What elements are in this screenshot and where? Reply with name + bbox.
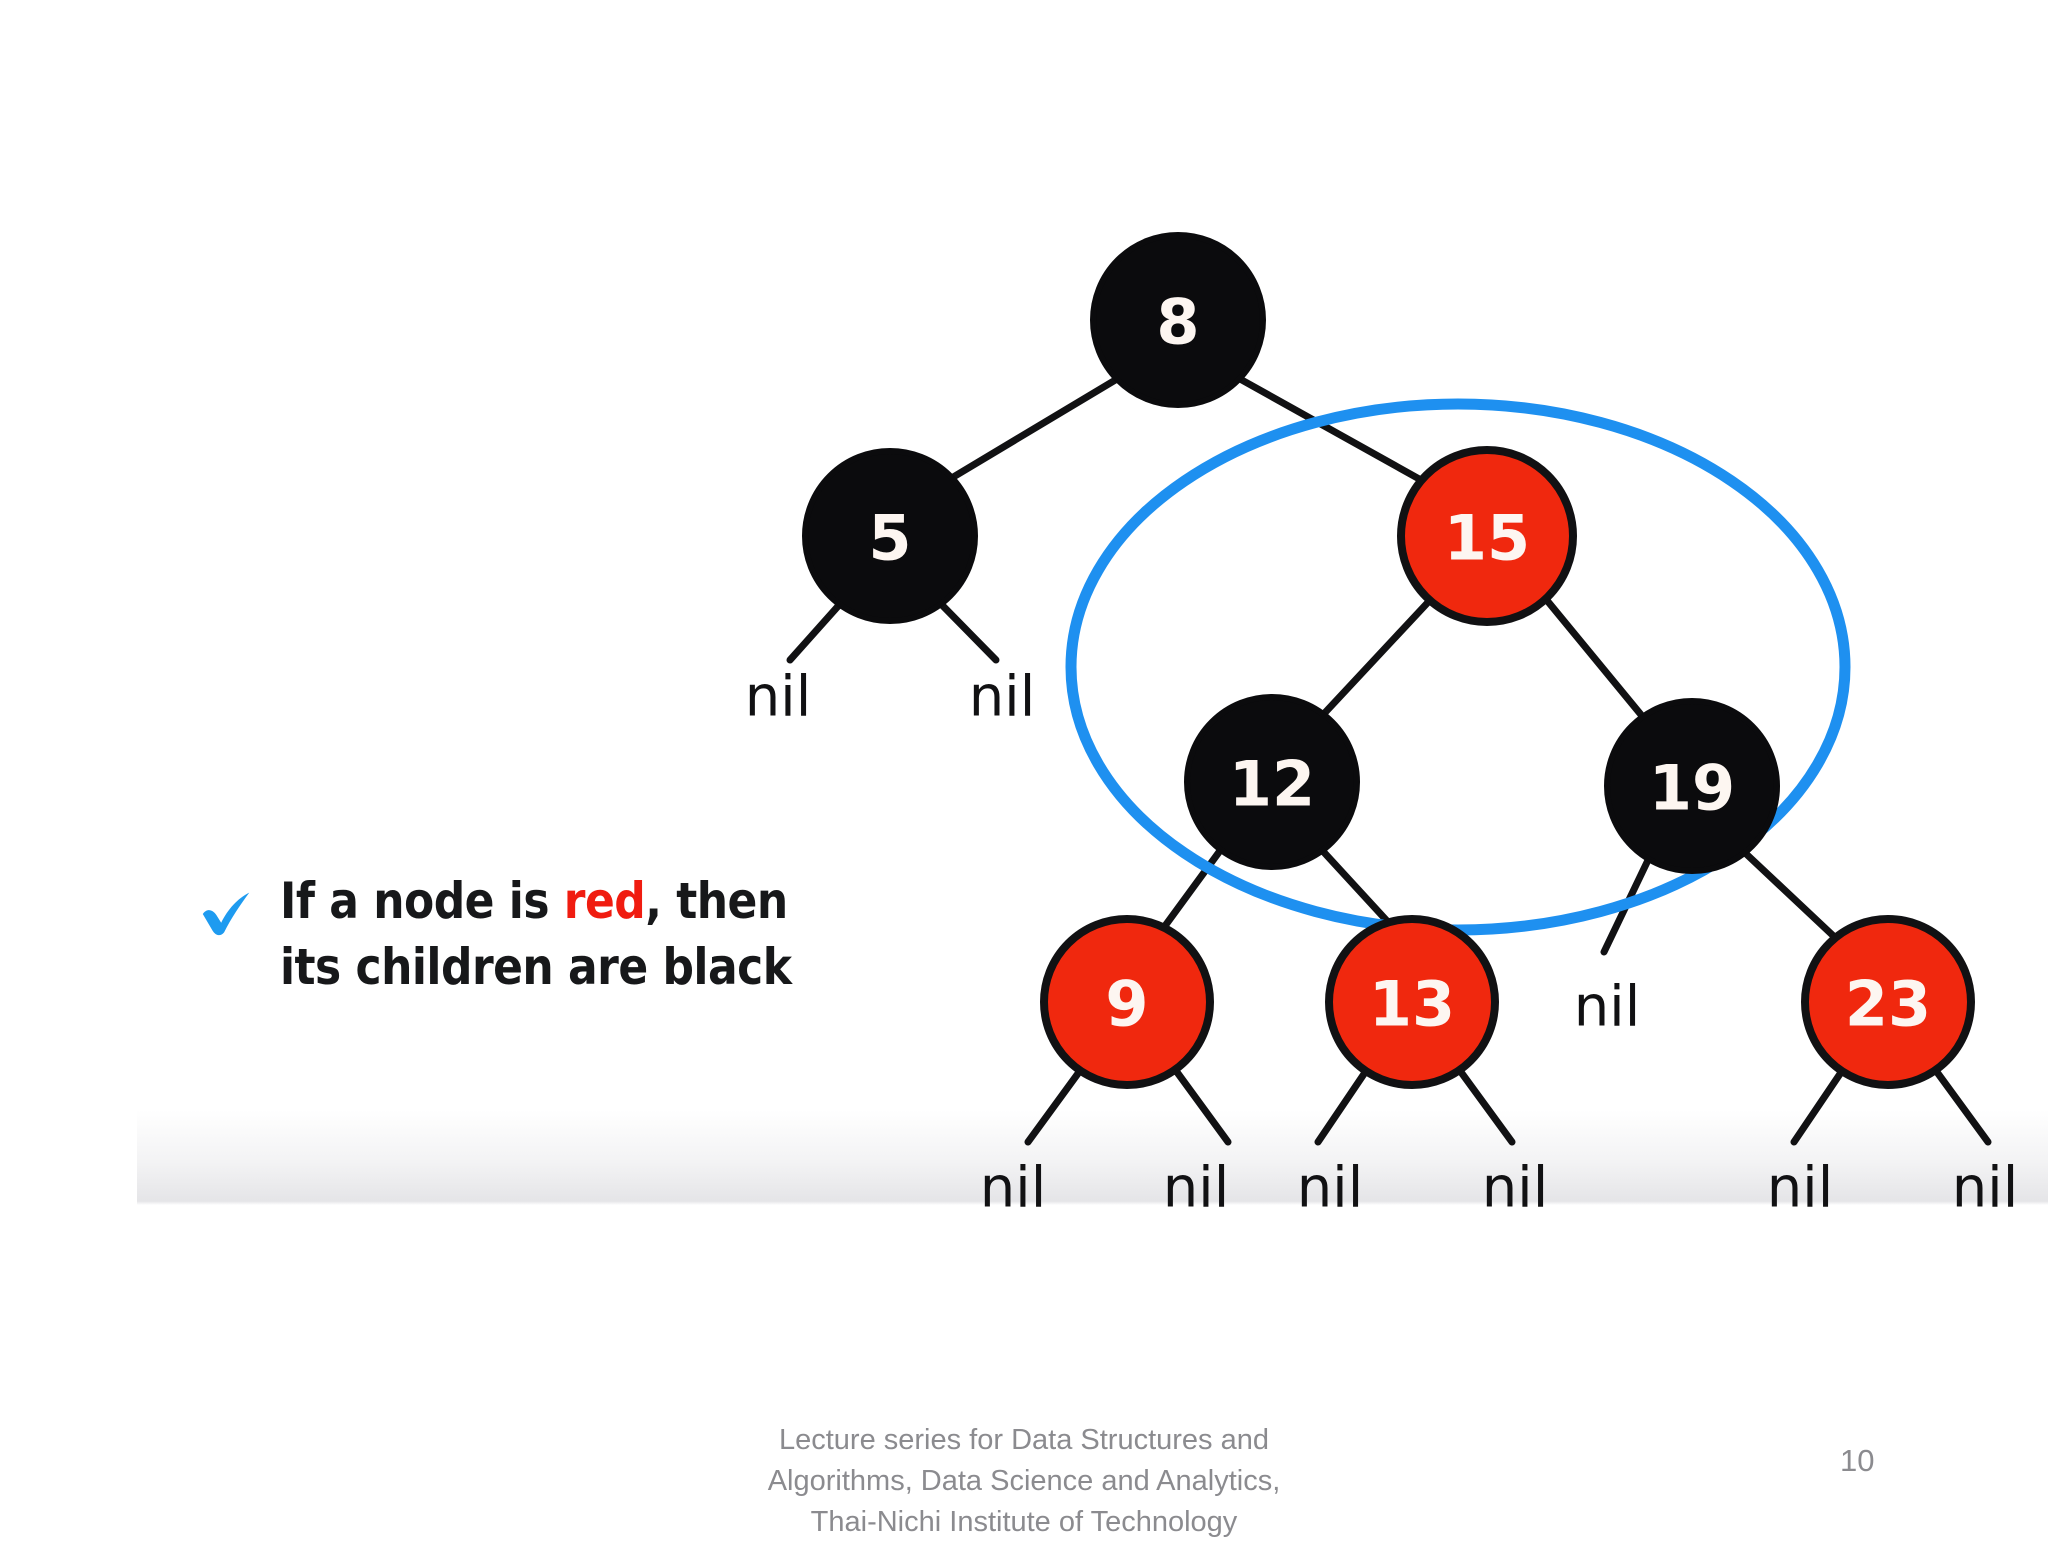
nil-label-under-13-right: nil [1482, 1156, 1549, 1221]
edge-12-9 [1158, 844, 1226, 934]
bullet-text-after: , then its children are black [280, 872, 792, 996]
nil-leaf-labels: nil nil nil nil nil nil nil nil nil [745, 665, 2019, 1221]
edge-15-12 [1316, 594, 1436, 722]
edge-13-nil-left [1314, 1064, 1372, 1146]
edge-8-15 [1236, 375, 1434, 489]
nil-label-under-9-right: nil [1163, 1156, 1230, 1221]
node-circle-19[interactable] [1604, 698, 1780, 874]
edge-9-nil-right [1170, 1064, 1232, 1146]
node-circle-15[interactable] [1397, 446, 1577, 626]
edge-23-nil-right [1930, 1064, 1992, 1146]
tree-edges [786, 375, 1992, 1146]
edge-8-5 [946, 375, 1121, 483]
edge-15-19 [1541, 594, 1651, 726]
tree-node-13[interactable]: 13 [1325, 915, 1499, 1089]
bullet-highlight-red: red [563, 872, 646, 930]
bullet-text: If a node is red, then its children are … [280, 868, 822, 1000]
edge-23-nil-left [1790, 1064, 1848, 1146]
node-circle-23[interactable] [1801, 915, 1975, 1089]
node-label-15: 15 [1444, 502, 1530, 575]
tree-node-19[interactable]: 19 [1604, 698, 1780, 874]
nil-label-under-19-left: nil [1574, 975, 1641, 1040]
node-label-23: 23 [1845, 968, 1931, 1041]
footer-line-1: Lecture series for Data Structures and [778, 1424, 1269, 1456]
bullet-item: If a node is red, then its children are … [196, 868, 896, 1000]
tree-node-5[interactable]: 5 [802, 448, 978, 624]
node-label-19: 19 [1649, 752, 1735, 825]
nil-label-under-5-left: nil [745, 665, 812, 730]
edge-19-23 [1738, 846, 1846, 948]
nil-label-under-5-right: nil [969, 665, 1036, 730]
node-label-13: 13 [1369, 968, 1455, 1041]
node-circle-12[interactable] [1184, 694, 1360, 870]
page-number: 10 [1840, 1443, 1875, 1478]
edge-5-nil-right [937, 600, 1000, 664]
edge-5-nil-left [786, 600, 844, 664]
node-label-9: 9 [1105, 968, 1148, 1041]
node-circle-13[interactable] [1325, 915, 1499, 1089]
tree-node-15[interactable]: 15 [1397, 446, 1577, 626]
edge-13-nil-right [1454, 1064, 1516, 1146]
nil-label-under-23-left: nil [1767, 1156, 1834, 1221]
nil-label-under-9-left: nil [980, 1156, 1047, 1221]
tree-node-8[interactable]: 8 [1090, 232, 1266, 408]
footer: Lecture series for Data Structures and A… [0, 1420, 2048, 1544]
edge-9-nil-left [1024, 1064, 1086, 1146]
tree-nodes: 8 5 15 12 19 9 [802, 232, 1975, 1089]
nil-label-under-23-right: nil [1952, 1156, 2019, 1221]
node-circle-5[interactable] [802, 448, 978, 624]
check-icon [202, 892, 250, 936]
node-circle-9[interactable] [1040, 915, 1214, 1089]
node-label-8: 8 [1156, 286, 1199, 359]
tree-node-23[interactable]: 23 [1801, 915, 1975, 1089]
footer-line-3: Thai-Nichi Institute of Technology [810, 1506, 1238, 1539]
footer-line-2: Algorithms, Data Science and Analytics, [767, 1465, 1281, 1498]
tree-node-12[interactable]: 12 [1184, 694, 1360, 870]
node-label-12: 12 [1229, 748, 1315, 821]
bullet-text-before: If a node is [280, 872, 564, 930]
nil-label-under-13-left: nil [1297, 1156, 1364, 1221]
node-label-5: 5 [868, 502, 911, 575]
node-circle-8[interactable] [1090, 232, 1266, 408]
edge-12-13 [1316, 844, 1392, 926]
tree-node-9[interactable]: 9 [1040, 915, 1214, 1089]
